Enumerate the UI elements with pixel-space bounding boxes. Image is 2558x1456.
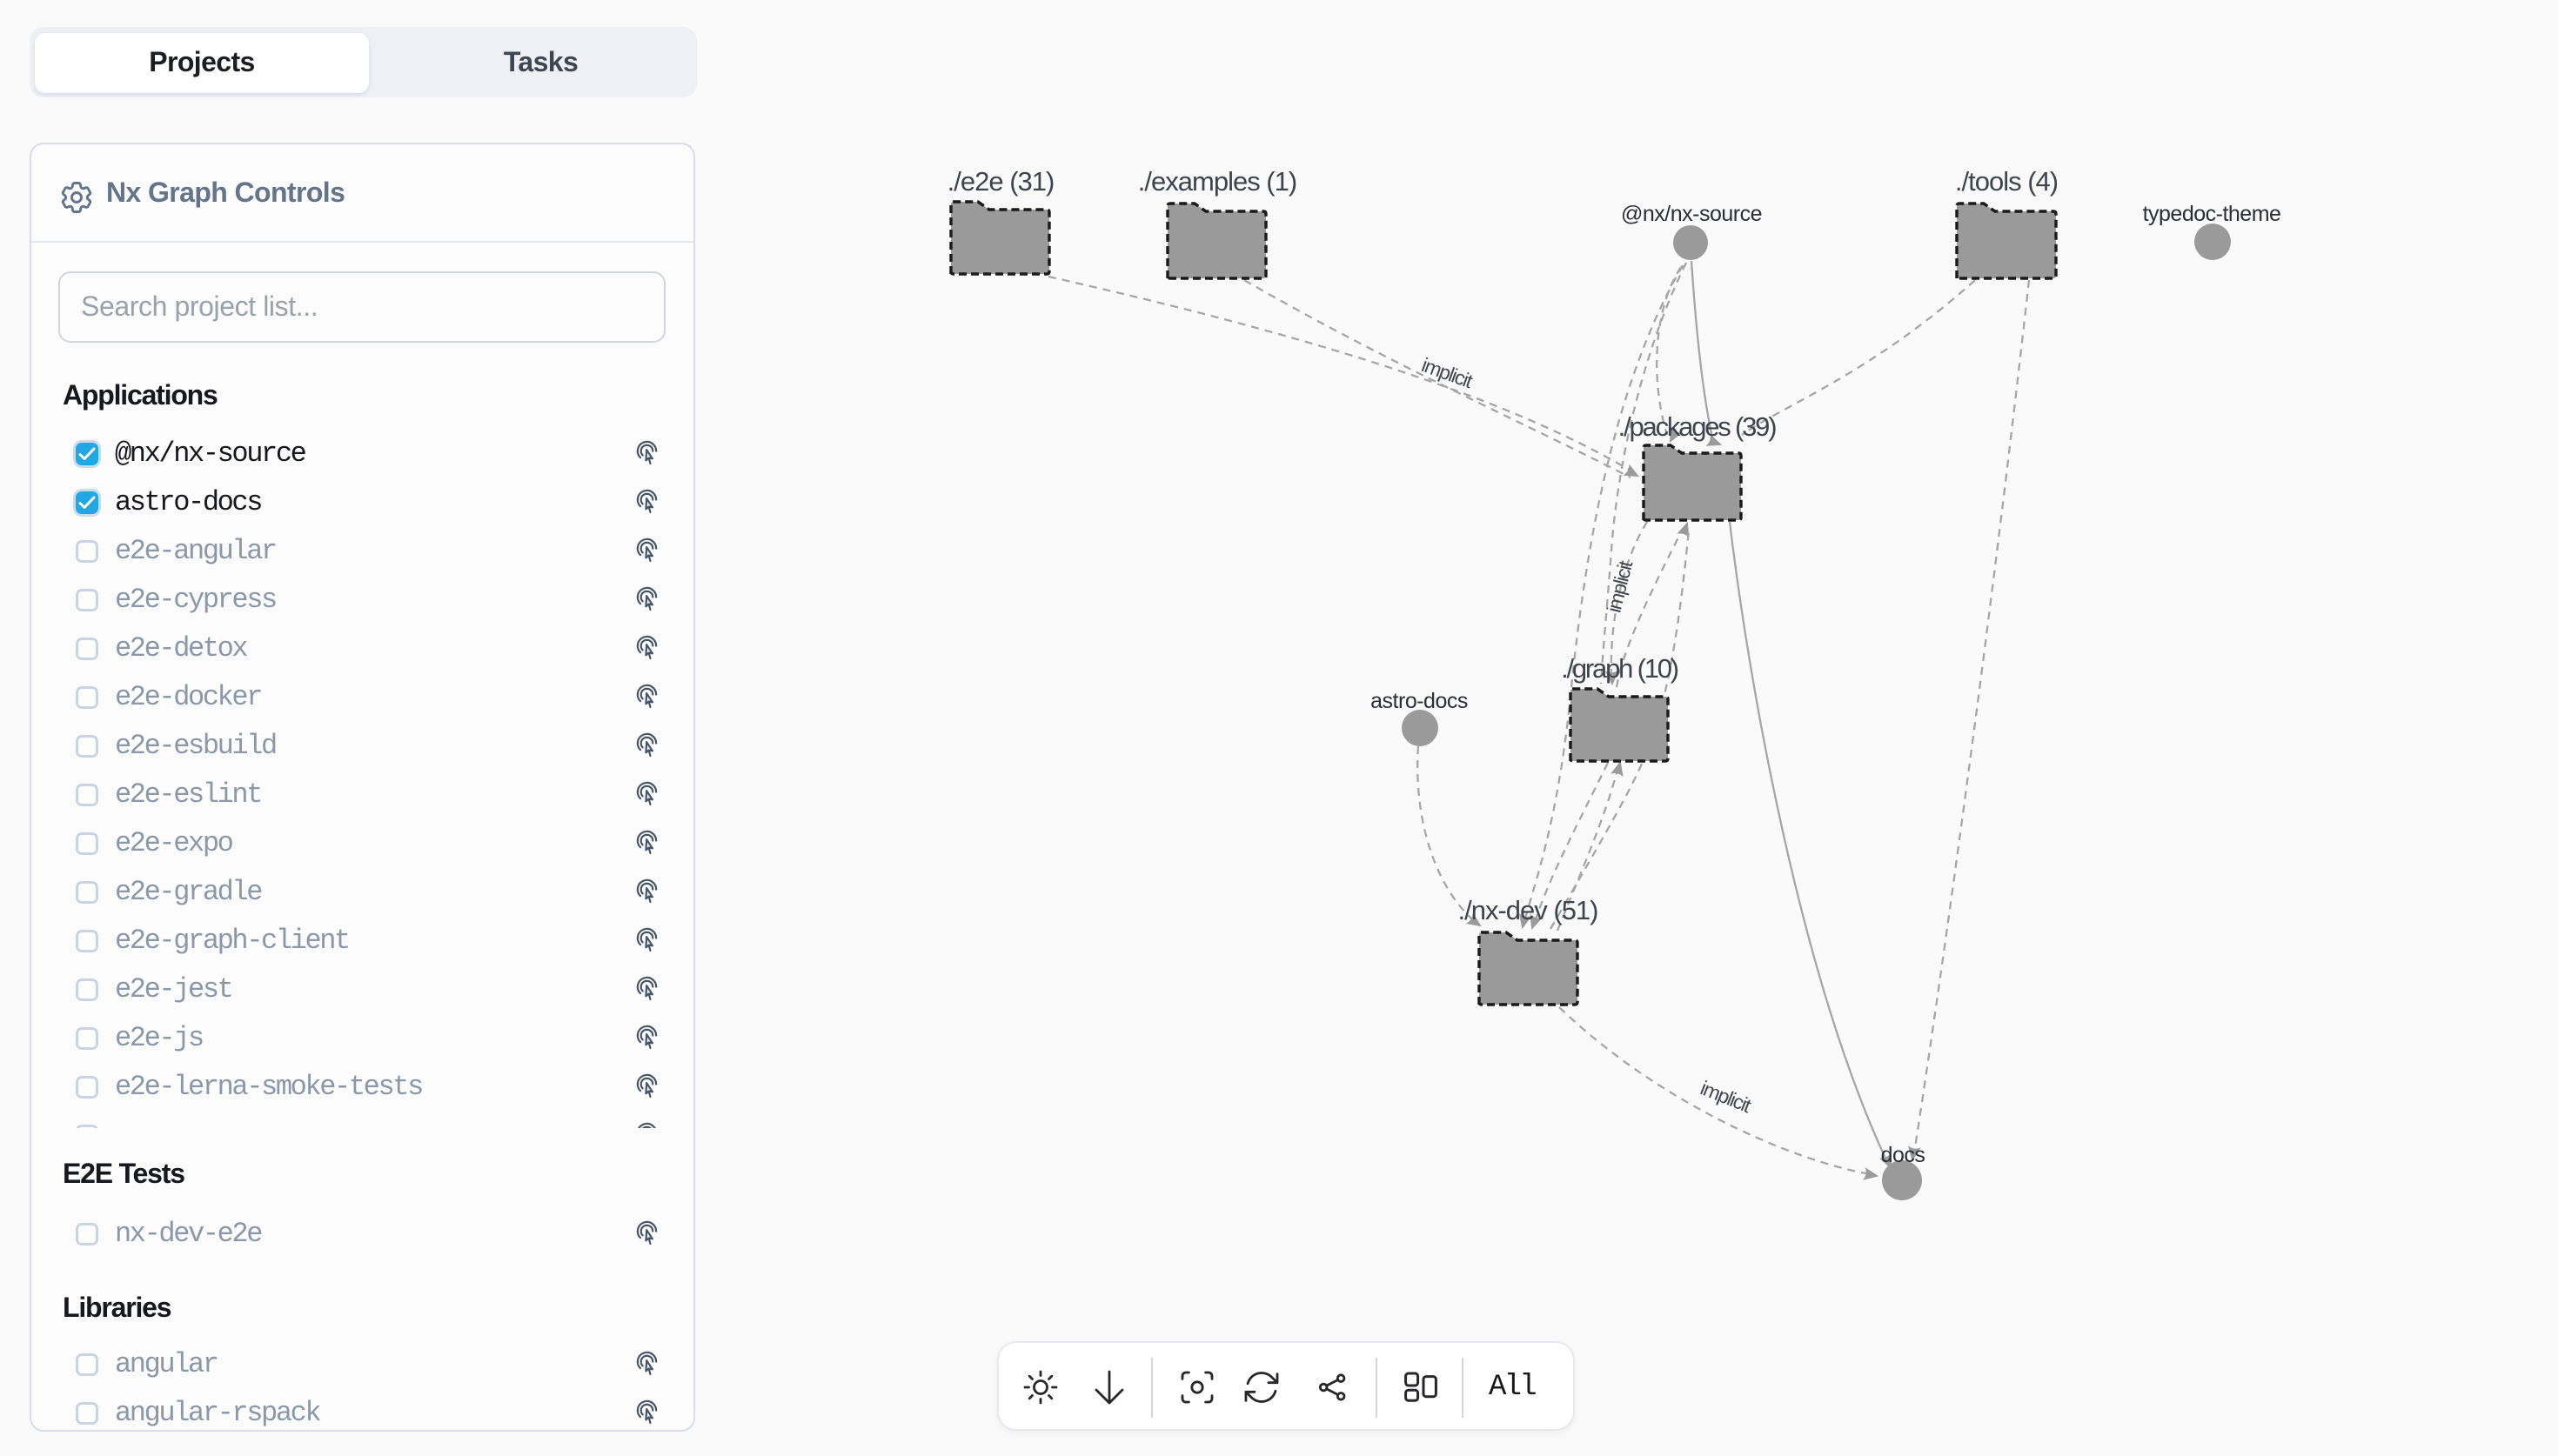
svg-text:./e2e (31): ./e2e (31) — [948, 166, 1055, 197]
svg-text:./examples (1): ./examples (1) — [1138, 166, 1296, 197]
svg-text:implicit: implicit — [1602, 558, 1637, 615]
svg-text:@nx/nx-source: @nx/nx-source — [1621, 202, 1762, 226]
svg-text:typedoc-theme: typedoc-theme — [2143, 202, 2281, 226]
svg-text:docs: docs — [1881, 1143, 1925, 1167]
svg-text:implicit: implicit — [1698, 1076, 1755, 1117]
svg-text:./tools (4): ./tools (4) — [1955, 166, 2058, 197]
svg-text:./graph (10): ./graph (10) — [1561, 653, 1678, 684]
svg-text:astro-docs: astro-docs — [1370, 689, 1468, 713]
svg-text:./nx-dev (51): ./nx-dev (51) — [1457, 895, 1597, 925]
svg-text:./packages (39): ./packages (39) — [1618, 411, 1777, 442]
